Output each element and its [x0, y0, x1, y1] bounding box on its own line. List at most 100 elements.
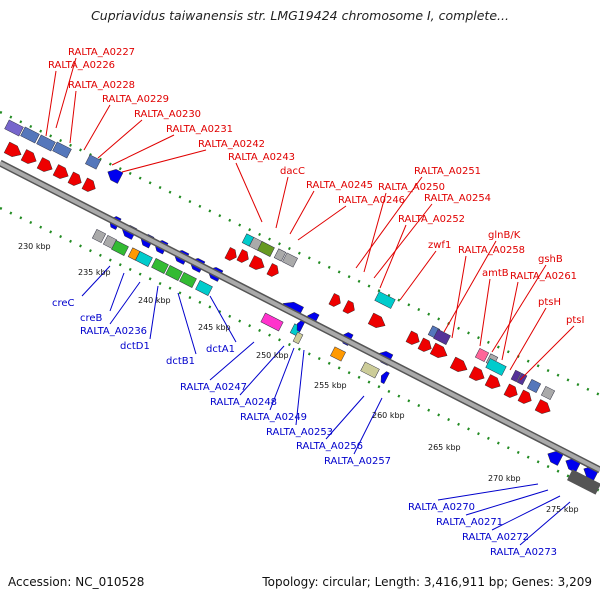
bottom-leader-line [109, 281, 141, 325]
feature-box [433, 329, 451, 345]
feature-box [91, 228, 107, 244]
top-leader-line [491, 264, 547, 353]
top-leader-line [451, 255, 467, 339]
top-leader-line [355, 176, 423, 269]
kbp-tick-label: 270 kbp [488, 474, 521, 483]
top-leader-line [55, 57, 77, 129]
top-gene-label[interactable]: dacC [280, 166, 305, 177]
feature-box [135, 251, 153, 267]
accession-label: Accession: NC_010528 [8, 575, 145, 589]
bottom-gene-label[interactable]: RALTA_A0270 [408, 502, 475, 513]
feature-box [292, 331, 304, 345]
bottom-gene-label[interactable]: RALTA_A0256 [296, 441, 363, 452]
feature-box [52, 141, 72, 159]
top-leader-line [509, 307, 547, 371]
bottom-gene-label[interactable]: RALTA_A0247 [180, 382, 247, 393]
top-leader-line [373, 203, 433, 279]
top-gene-label[interactable]: RALTA_A0246 [338, 195, 405, 206]
top-gene-label[interactable]: RALTA_A0228 [68, 80, 135, 91]
feature-box [179, 272, 197, 288]
bottom-leader-line [325, 395, 365, 440]
top-leader-line [519, 325, 575, 381]
tick-tracks [0, 110, 600, 493]
top-gene-label[interactable]: ptsI [566, 315, 584, 326]
forward-gene-arrow [449, 356, 468, 372]
kbp-tick-label: 255 kbp [314, 381, 347, 390]
feature-box [4, 119, 24, 137]
kbp-tick-label: 235 kbp [78, 268, 111, 277]
bottom-gene-label[interactable]: creC [52, 298, 75, 309]
bottom-gene-label[interactable]: RALTA_A0249 [240, 412, 307, 423]
feature-box [360, 361, 380, 379]
top-gene-label[interactable]: ptsH [538, 297, 561, 308]
top-gene-label[interactable]: RALTA_A0243 [228, 152, 295, 163]
top-gene-label[interactable]: glnB/K [488, 230, 521, 241]
bottom-gene-label[interactable]: RALTA_A0273 [490, 547, 557, 558]
bottom-leader-line [295, 349, 305, 426]
forward-gene-arrow [417, 337, 432, 352]
bottom-leader-line [81, 265, 111, 297]
top-gene-label[interactable]: RALTA_A0227 [68, 47, 135, 58]
bottom-leader-line [269, 347, 295, 411]
top-gene-label[interactable]: RALTA_A0254 [424, 193, 491, 204]
forward-gene-arrow [405, 330, 420, 345]
top-gene-label[interactable]: RALTA_A0231 [166, 124, 233, 135]
forward-gene-arrow [534, 399, 551, 414]
top-gene-label[interactable]: RALTA_A0252 [398, 214, 465, 225]
forward-gene-arrow [342, 300, 355, 314]
chromosome-backbone [0, 159, 600, 474]
bottom-gene-label[interactable]: RALTA_A0253 [266, 427, 333, 438]
top-gene-label[interactable]: RALTA_A0250 [378, 182, 445, 193]
feature-boxes [4, 119, 556, 401]
feature-box [273, 248, 287, 262]
forward-gene-arrow [3, 141, 22, 157]
forward-gene-arrow [52, 164, 69, 179]
top-leader-line [83, 104, 111, 151]
bottom-leader-line [239, 345, 285, 396]
top-gene-label[interactable]: RALTA_A0229 [102, 94, 169, 105]
feature-box [374, 291, 396, 309]
top-leader-line [379, 224, 407, 289]
top-gene-label[interactable]: RALTA_A0242 [198, 139, 265, 150]
bottom-leader-line [209, 341, 255, 381]
top-leader-line [289, 190, 315, 235]
top-gene-label[interactable]: gshB [538, 254, 563, 265]
top-gene-label[interactable]: amtB [482, 268, 509, 279]
forward-gene-arrow [503, 383, 518, 398]
top-gene-label[interactable]: RALTA_A0258 [458, 245, 525, 256]
forward-gene-arrow [328, 293, 341, 307]
bottom-gene-label[interactable]: dctD1 [120, 341, 150, 352]
top-leader-line [399, 250, 437, 301]
bottom-gene-label[interactable]: RALTA_A0271 [436, 517, 503, 528]
forward-gene-arrow [367, 312, 386, 328]
top-gene-label[interactable]: RALTA_A0261 [510, 271, 577, 282]
bottom-gene-label[interactable]: creB [80, 313, 103, 324]
bottom-leader-line [491, 495, 561, 531]
bottom-gene-label[interactable]: RALTA_A0236 [80, 326, 147, 337]
feature-box [36, 134, 56, 152]
top-leader-line [363, 192, 387, 273]
forward-gene-arrow [248, 255, 265, 270]
kbp-tick-label: 240 kbp [138, 296, 171, 305]
top-gene-label[interactable]: RALTA_A0245 [306, 180, 373, 191]
forward-gene-arrow [224, 247, 237, 261]
forward-gene-arrow [67, 171, 82, 186]
feature-box [474, 347, 490, 363]
kbp-tick-label: 275 kbp [546, 505, 579, 514]
feature-box [526, 378, 542, 394]
bottom-gene-label[interactable]: RALTA_A0248 [210, 397, 277, 408]
feature-box [540, 385, 556, 401]
bottom-leader-line [519, 501, 571, 546]
top-gene-label[interactable]: RALTA_A0226 [48, 60, 115, 71]
top-gene-label[interactable]: RALTA_A0230 [134, 109, 201, 120]
feature-box [151, 258, 169, 274]
bottom-gene-label[interactable]: dctA1 [206, 344, 235, 355]
bottom-leader-line [177, 292, 197, 355]
bottom-gene-label[interactable]: RALTA_A0272 [462, 532, 529, 543]
kbp-tick-label: 245 kbp [198, 323, 231, 332]
top-gene-label[interactable]: RALTA_A0251 [414, 166, 481, 177]
bottom-gene-label[interactable]: dctB1 [166, 356, 195, 367]
bottom-gene-label[interactable]: RALTA_A0257 [324, 456, 391, 467]
top-gene-label[interactable]: zwf1 [428, 240, 451, 251]
bottom-leader-line [437, 483, 539, 501]
